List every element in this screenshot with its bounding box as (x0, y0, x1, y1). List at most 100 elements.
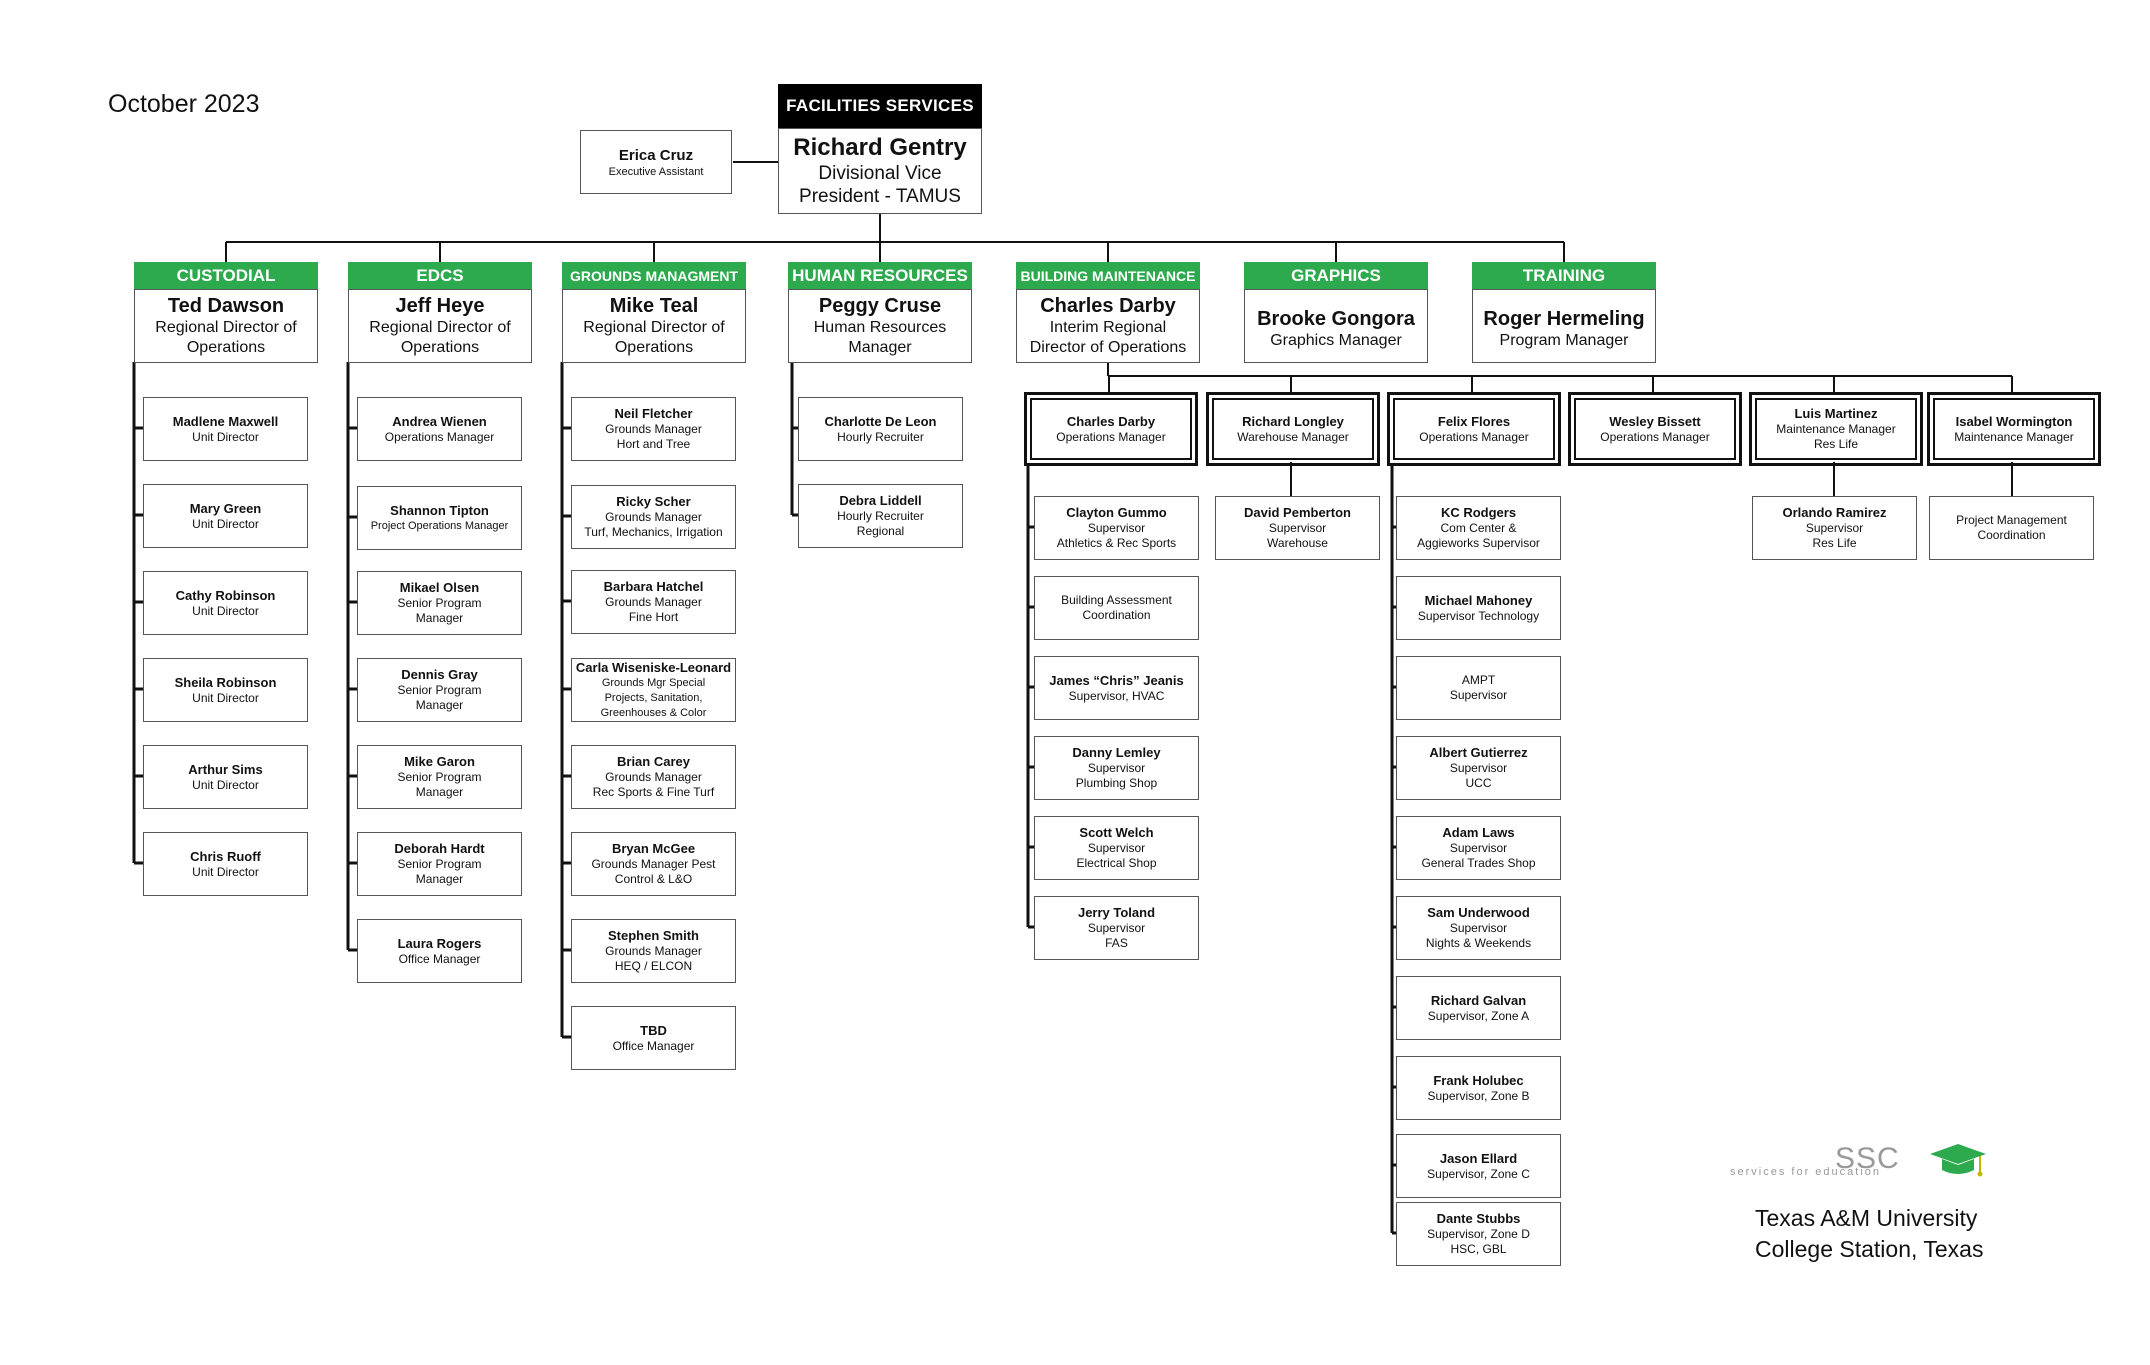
division-header-grounds-managment: GROUNDS MANAGMENT (562, 262, 746, 289)
staff-title: Grounds Manager HEQ / ELCON (605, 944, 702, 973)
staff-title: Building Assessment Coordination (1061, 593, 1172, 622)
staff-title: Office Manager (612, 1038, 695, 1053)
division-header-building-maintenance: BUILDING MAINTENANCE (1016, 262, 1200, 289)
manager-title: Operations Manager (1056, 429, 1166, 444)
staff-title: Grounds Manager Hort and Tree (605, 422, 702, 451)
staff-title: Supervisor, Zone B (1427, 1088, 1530, 1103)
staff-title: Hourly Recruiter (837, 429, 924, 444)
division-head-title: Interim Regional Director of Operations (1029, 319, 1187, 356)
location-city: College Station, Texas (1755, 1236, 1984, 1262)
division-head-title: Program Manager (1499, 332, 1629, 349)
staff-name: Sheila Robinson (174, 674, 277, 690)
manager-title: Warehouse Manager (1237, 429, 1349, 444)
staff-title: Unit Director (192, 777, 259, 792)
division-header-graphics: GRAPHICS (1244, 262, 1428, 289)
staff-name: James “Chris” Jeanis (1049, 672, 1184, 688)
division-header-edcs: EDCS (348, 262, 532, 289)
staff-title: Grounds Manager Rec Sports & Fine Turf (592, 770, 715, 799)
manager-name: Luis Martinez (1794, 406, 1878, 421)
staff-name: Stephen Smith (607, 928, 699, 943)
manager-name: Richard Longley (1242, 413, 1344, 429)
staff-title: Grounds Manager Fine Hort (605, 595, 702, 624)
manager-staff-card-project-management-coordination: Project Management Coordination (1929, 496, 2094, 560)
executive-box: Richard Gentry Divisional Vice President… (778, 128, 982, 214)
staff-name: Andrea Wienen (392, 413, 487, 429)
staff-name: Jerry Toland (1077, 905, 1156, 920)
staff-title: Project Management Coordination (1956, 513, 2067, 542)
executive-name: Richard Gentry (793, 134, 967, 161)
staff-name: Bryan McGee (611, 841, 696, 856)
staff-title: Office Manager (398, 951, 481, 966)
staff-title: Supervisor, Zone A (1427, 1008, 1530, 1023)
division-head-name: Mike Teal (609, 295, 699, 317)
logo-text: SSC (1835, 1142, 1900, 1175)
staff-title: Senior Program Manager (397, 683, 482, 712)
manager-name: Isabel Wormington (1955, 413, 2073, 429)
staff-name: Chris Ruoff (190, 848, 261, 864)
staff-title: AMPT Supervisor (1449, 673, 1508, 702)
staff-name: Debra Liddell (839, 493, 922, 508)
staff-name: Danny Lemley (1072, 745, 1161, 760)
staff-title: Unit Director (192, 690, 259, 705)
ssc-logo: SSC services for education (1730, 1142, 1990, 1192)
staff-name: David Pemberton (1244, 505, 1351, 520)
chart-date: October 2023 (108, 90, 260, 118)
division-head-name: Roger Hermeling (1483, 308, 1645, 330)
staff-title: Project Operations Manager (370, 519, 509, 532)
division-head-name: Brooke Gongora (1257, 308, 1415, 330)
assistant-title: Executive Assistant (608, 165, 704, 178)
staff-title: Supervisor Warehouse (1267, 521, 1328, 550)
manager-title: Maintenance Manager Res Life (1776, 422, 1896, 451)
staff-name: Carla Wiseniske-Leonard (575, 659, 732, 675)
manager-title: Maintenance Manager (1954, 429, 2074, 444)
division-head-title: Graphics Manager (1270, 332, 1402, 349)
division-header-facilities: FACILITIES SERVICES (778, 84, 982, 128)
staff-name: Michael Mahoney (1424, 592, 1533, 608)
logo-tagline: services for education (1730, 1166, 1881, 1178)
division-head-title: Regional Director of Operations (369, 319, 511, 356)
staff-title: Supervisor Nights & Weekends (1425, 921, 1532, 950)
staff-name: Albert Gutierrez (1429, 745, 1528, 760)
location-university: Texas A&M University (1755, 1205, 1978, 1231)
staff-name: Arthur Sims (188, 761, 263, 777)
staff-title: Grounds Manager Pest Control & L&O (591, 857, 716, 886)
division-head-name: Ted Dawson (167, 295, 285, 317)
manager-name: Charles Darby (1066, 413, 1156, 429)
staff-title: Supervisor Athletics & Rec Sports (1056, 521, 1177, 550)
staff-name: Jason Ellard (1439, 1150, 1518, 1166)
division-head-title: Human Resources Manager (813, 319, 947, 356)
staff-name: Mike Garon (404, 754, 475, 769)
assistant-box: Erica Cruz Executive Assistant (580, 130, 732, 194)
staff-name: Sam Underwood (1427, 905, 1530, 920)
manager-staff-card-building-assessment-coordination: Building Assessment Coordination (1034, 576, 1199, 640)
division-head-title: Regional Director of Operations (155, 319, 297, 356)
staff-name: Cathy Robinson (175, 587, 276, 603)
staff-title: Supervisor FAS (1087, 921, 1146, 950)
staff-title: Supervisor, Zone C (1427, 1166, 1530, 1181)
division-head-title: Regional Director of Operations (583, 319, 725, 356)
assistant-name: Erica Cruz (618, 146, 694, 164)
